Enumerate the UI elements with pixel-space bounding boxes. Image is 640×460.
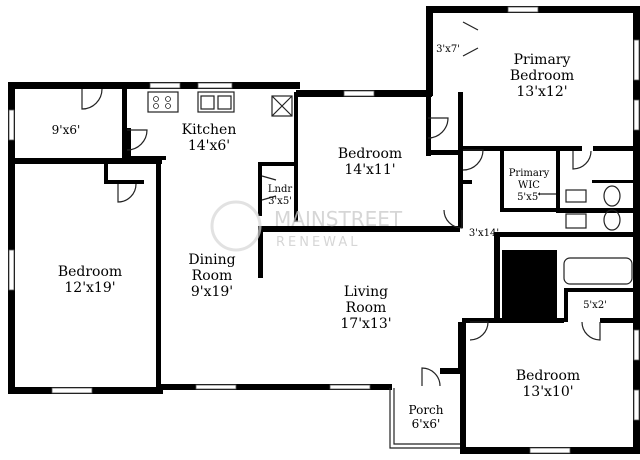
bedroom-bottom-right-size: 13'x10' [522,384,573,400]
windows [8,6,640,454]
closet-top-size: 3'x7' [436,44,460,55]
interior-walls [12,86,637,390]
closet-small-size: 5'x2' [583,300,607,311]
watermark-line1: MAINSTREET [274,207,403,231]
living-room-name-2: Room [346,300,387,316]
watermark: MAINSTREET RENEWAL [210,200,403,252]
primary-bedroom-name-2: Bedroom [510,68,574,84]
stove-icon [147,91,179,113]
bedroom-bottom-right-name: Bedroom [516,368,580,384]
dining-room-name-2: Room [192,268,233,284]
hall-size: 3'x14' [469,228,499,239]
dining-room-name-1: Dining [188,252,235,268]
toilet-icon [603,185,621,207]
watermark-logo-icon [210,200,262,252]
primary-bedroom-size: 13'x12' [516,84,567,100]
porch-size: 6'x6' [412,417,441,431]
bedroom-middle-name: Bedroom [338,146,402,162]
bedroom-left-size: 12'x19' [64,280,115,296]
room-labels: Primary Bedroom 13'x12' 3'x7' 9'x6' Kitc… [52,44,607,431]
vanity-icon [565,213,587,229]
laundry-name: Lndr [268,184,292,195]
primary-wic-name-2: WIC [518,180,540,191]
fixtures [147,91,633,285]
primary-bedroom-name-1: Primary [514,52,571,68]
living-room-name-1: Living [344,284,388,300]
bedroom-middle-size: 14'x11' [344,162,395,178]
kitchen-name: Kitchen [182,122,237,138]
doors [81,21,601,387]
laundry-size: 3'x5' [268,196,292,207]
closet-left-size: 9'x6' [52,123,81,137]
primary-wic-size: 5'x5' [517,192,541,203]
porch [389,388,460,449]
bathtub-icon [563,257,633,285]
watermark-line2: RENEWAL [276,235,360,250]
dining-room-size: 9'x19' [191,284,233,300]
kitchen-size: 14'x6' [188,138,230,154]
fridge-icon [271,95,293,117]
porch-name: Porch [409,403,444,417]
bath-sink-icon [565,189,587,203]
bedroom-left-name: Bedroom [58,264,122,280]
primary-wic-name-1: Primary [509,168,550,179]
sink-icon [197,91,235,113]
toilet-icon [603,209,621,231]
living-room-size: 17'x13' [340,316,391,332]
